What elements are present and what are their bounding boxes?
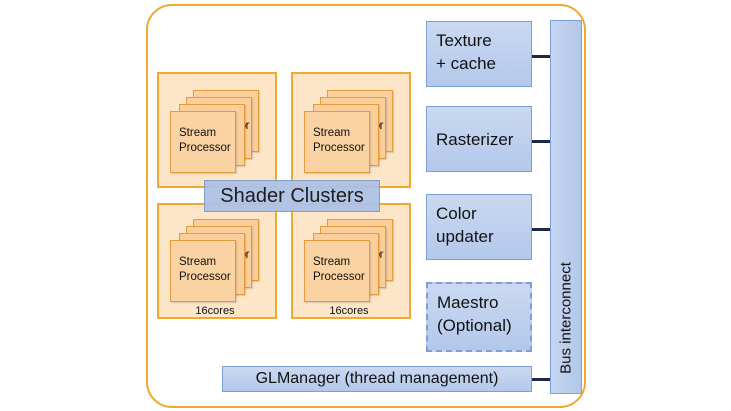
glmanager-unit: GLManager (thread management) [222, 366, 532, 392]
stream-processor-label-line1: Stream [313, 127, 351, 139]
texture-label-line1: Texture [436, 31, 492, 50]
bus-interconnect [550, 20, 582, 394]
stream-processor-label-line1: Stream [179, 256, 217, 268]
glmanager-bus-connector [532, 378, 550, 381]
color-updater-unit: Color updater [426, 194, 532, 260]
shader-cluster-bottom-right: or Stream Processor 16cores [291, 203, 411, 319]
stream-processor-label-line2: Processor [313, 271, 365, 283]
shader-cluster-top-left: 16cores or Stream Processor [157, 72, 277, 188]
texture-cache-unit: Texture + cache [426, 21, 532, 87]
cluster-cores-label: 16cores [329, 305, 369, 317]
stream-processor-card: Stream Processor [170, 111, 236, 173]
stream-processor-label-line2: Processor [179, 271, 231, 283]
stream-processor-card: Stream Processor [304, 111, 370, 173]
stream-processor-label-line2: Processor [313, 142, 365, 154]
rasterizer-bus-connector [532, 140, 550, 143]
rasterizer-unit: Rasterizer [426, 106, 532, 172]
stream-processor-card: Stream Processor [304, 240, 370, 302]
shader-cluster-bottom-left: or Stream Processor 16cores [157, 203, 277, 319]
color-bus-connector [532, 228, 550, 231]
shader-cluster-top-right: 16cores or Stream Processor [291, 72, 411, 188]
maestro-unit: Maestro (Optional) [426, 282, 532, 352]
maestro-label-line1: Maestro [437, 293, 499, 312]
shader-clusters-label: Shader Clusters [204, 180, 380, 212]
cluster-cores-label: 16cores [195, 305, 235, 317]
color-label-line1: Color [436, 204, 477, 223]
stream-processor-label-line2: Processor [179, 142, 231, 154]
stream-processor-label-line1: Stream [179, 127, 217, 139]
bus-interconnect-label: Bus interconnect [557, 262, 575, 374]
texture-bus-connector [532, 55, 550, 58]
rasterizer-label: Rasterizer [436, 130, 514, 149]
color-label-line2: updater [436, 227, 494, 246]
texture-label-line2: + cache [436, 54, 497, 73]
stream-processor-label-line1: Stream [313, 256, 351, 268]
maestro-label-line2: (Optional) [437, 316, 512, 335]
stream-processor-card: Stream Processor [170, 240, 236, 302]
